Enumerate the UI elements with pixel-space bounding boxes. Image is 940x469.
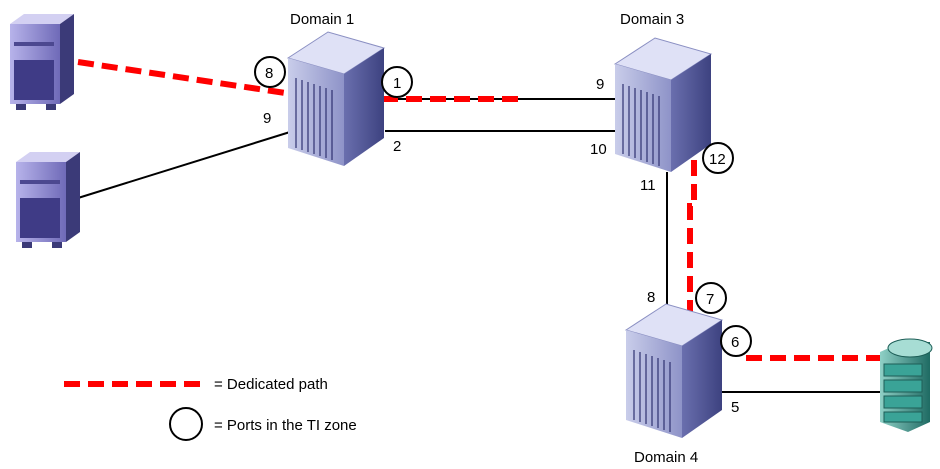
port-label-d4-6: 6 bbox=[731, 334, 739, 351]
legend-ti-zone-label: = Ports in the TI zone bbox=[214, 417, 357, 434]
port-label-d1-1: 1 bbox=[393, 75, 401, 92]
port-label-d4-8: 8 bbox=[647, 289, 655, 306]
switch-domain-4-icon bbox=[624, 303, 724, 438]
port-label-d3-12: 12 bbox=[709, 151, 726, 168]
port-label-d3-10: 10 bbox=[590, 141, 607, 158]
ti-port-marker-circle bbox=[695, 282, 727, 314]
storage-icon bbox=[880, 338, 933, 432]
ti-port-marker-circle bbox=[254, 56, 286, 88]
legend-dedicated-path-label: = Dedicated path bbox=[214, 376, 328, 393]
legend: = Dedicated path = Ports in the TI zone bbox=[64, 376, 357, 441]
ti-port-marker-circle bbox=[702, 142, 734, 174]
legend-ti-zone-swatch bbox=[169, 407, 203, 441]
server-icon bbox=[10, 14, 74, 110]
switch-domain-3-icon bbox=[613, 37, 713, 172]
ti-port-marker-circle bbox=[720, 325, 752, 357]
dedicated-path bbox=[77, 59, 890, 361]
dedicated-path-server1-d1 bbox=[77, 59, 293, 97]
ti-port-marker-circle bbox=[381, 66, 413, 98]
link-server2-d1 bbox=[77, 131, 291, 199]
server-icon bbox=[16, 152, 80, 248]
port-label-d3-11: 11 bbox=[640, 177, 656, 194]
port-label-d1-2: 2 bbox=[393, 138, 401, 155]
domain-3-label: Domain 3 bbox=[620, 11, 684, 28]
switch-domain-1-icon bbox=[286, 31, 386, 166]
links bbox=[77, 98, 890, 393]
port-label-d1-8: 8 bbox=[265, 65, 273, 82]
port-label-d4-7: 7 bbox=[706, 291, 714, 308]
dedicated-path-d3-d4 bbox=[687, 160, 697, 312]
port-label-d4-5: 5 bbox=[731, 399, 739, 416]
domain-4-label: Domain 4 bbox=[634, 449, 698, 466]
ti-zone-port-markers bbox=[254, 56, 752, 357]
port-label-d3-9: 9 bbox=[596, 76, 604, 93]
port-label-d1-9: 9 bbox=[263, 110, 271, 127]
domain-1-label: Domain 1 bbox=[290, 11, 354, 28]
